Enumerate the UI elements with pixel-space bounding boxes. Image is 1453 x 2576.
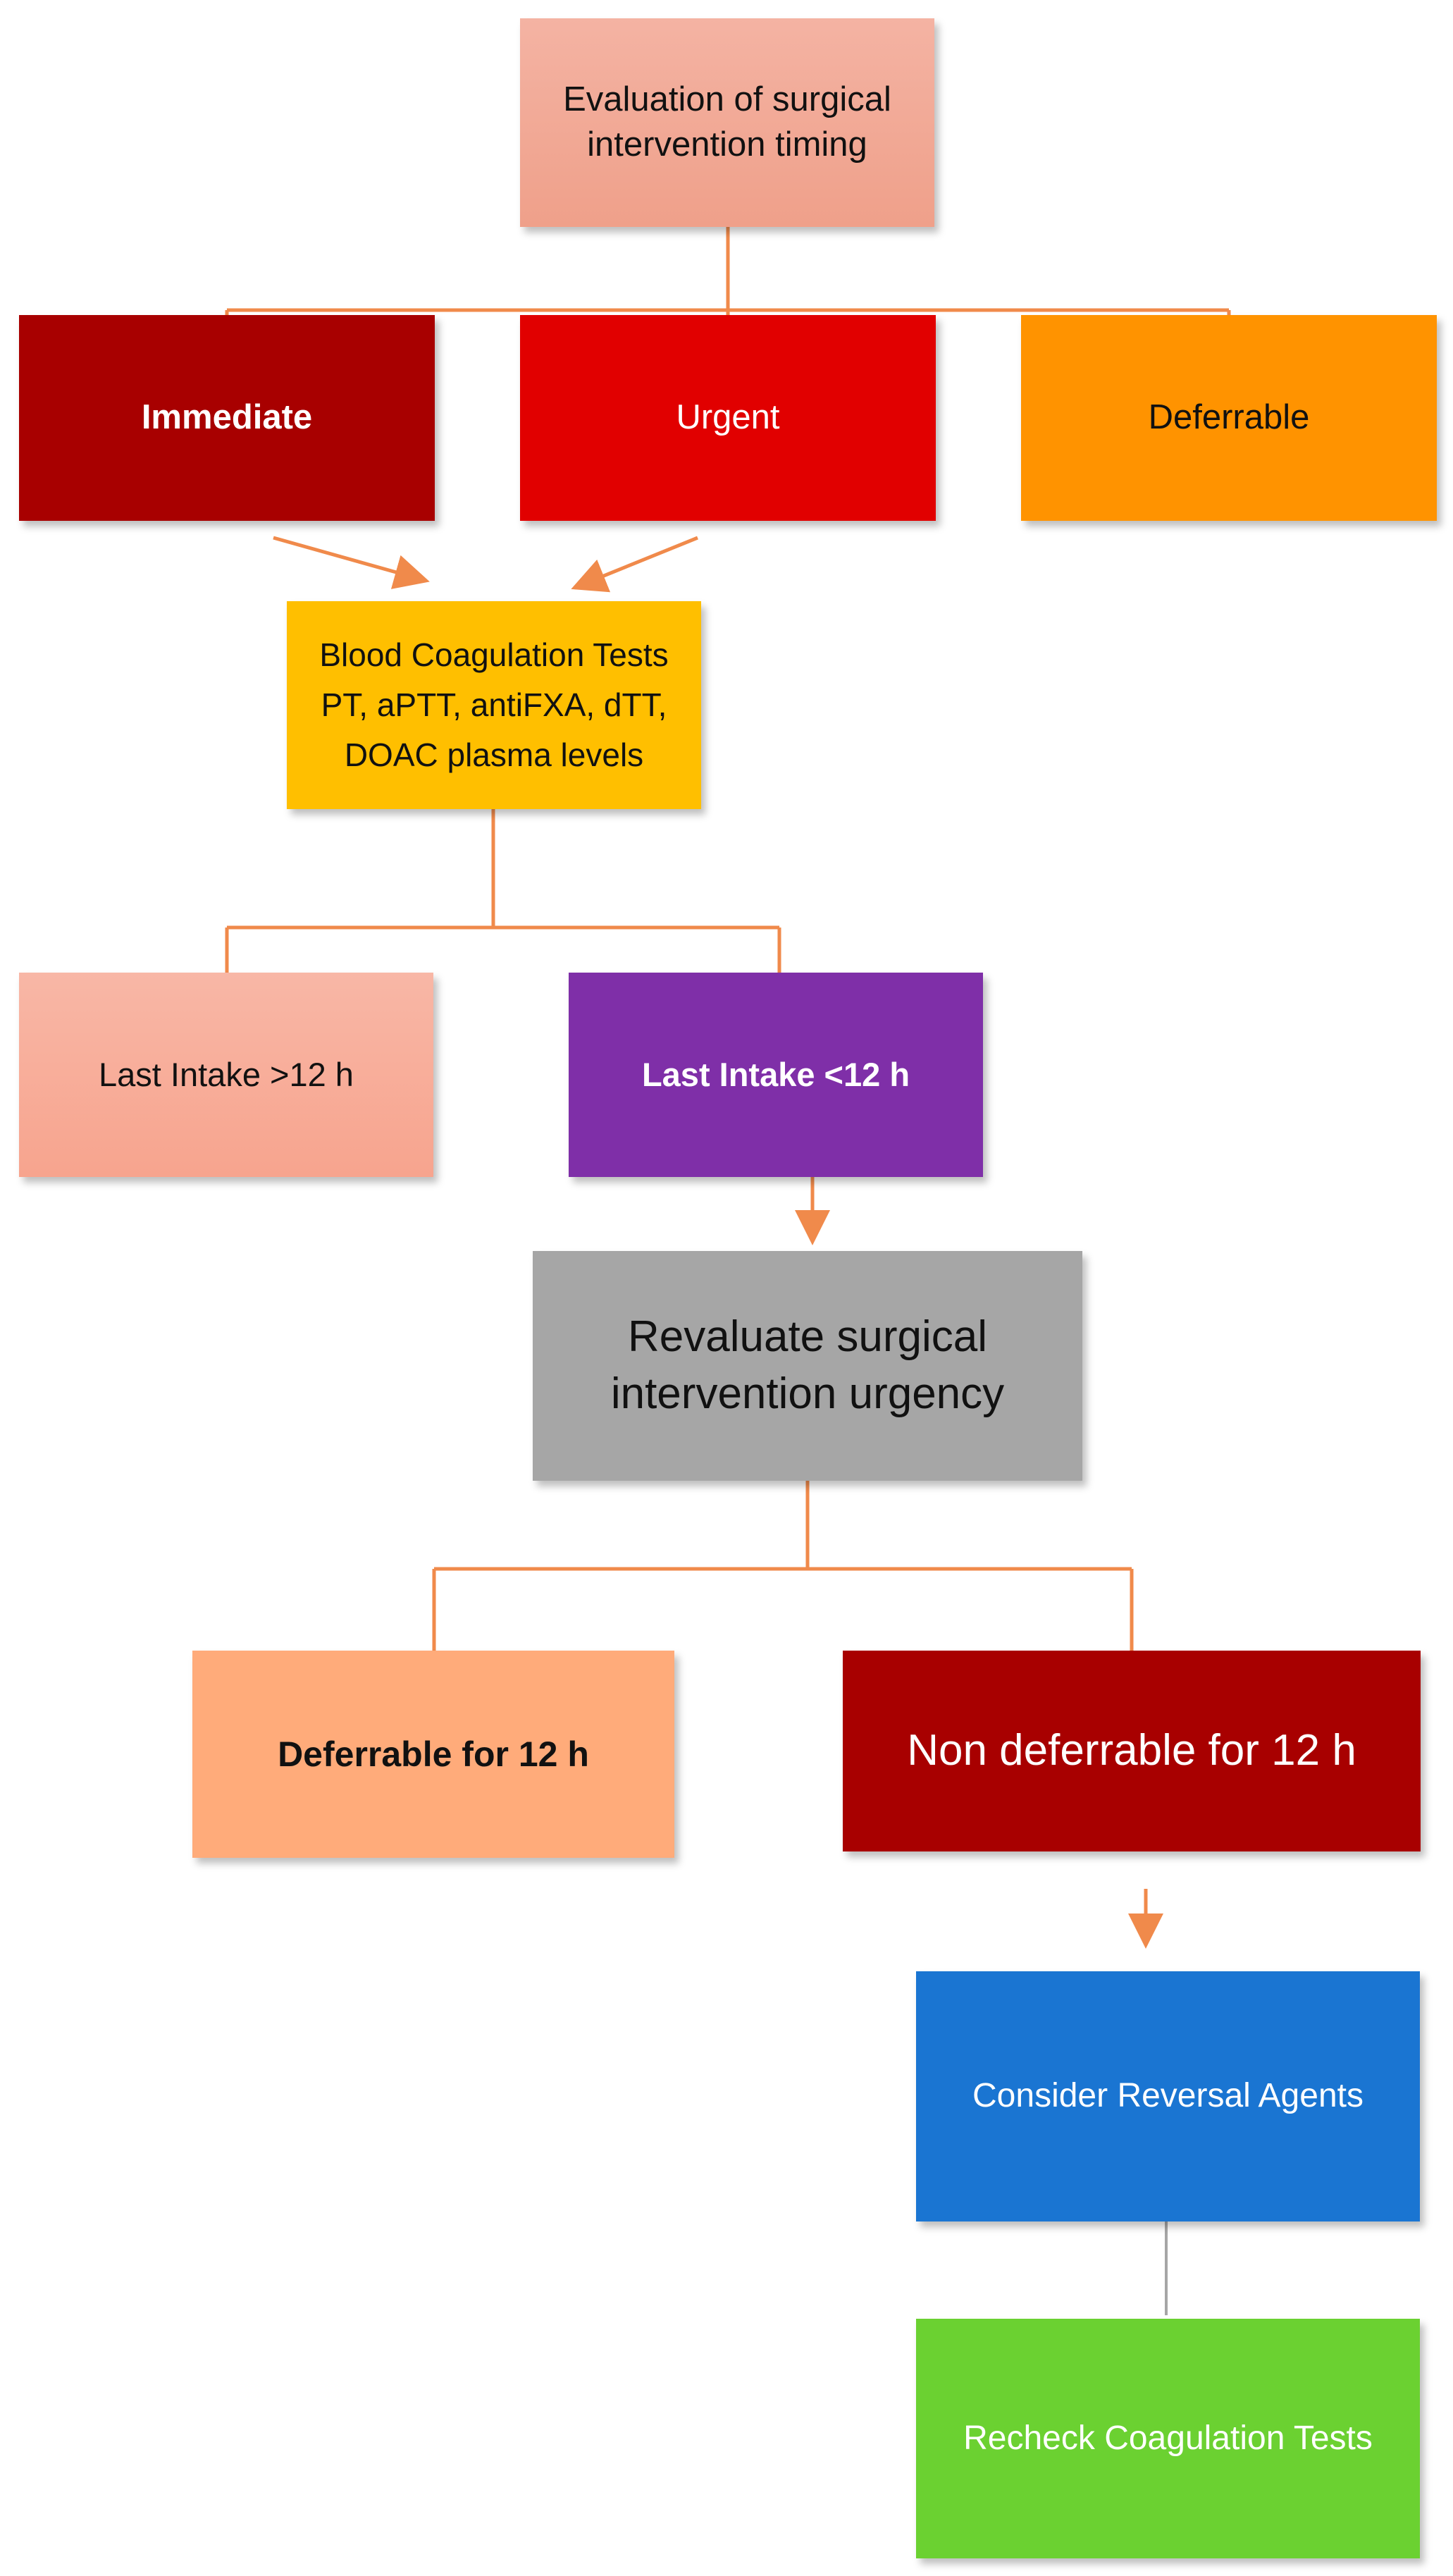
last-intake-over-node: Last Intake >12 h	[19, 973, 433, 1177]
blood-tests-label: Blood Coagulation Tests PT, aPTT, antiFX…	[319, 636, 669, 774]
urgent-node: Urgent	[520, 315, 936, 521]
non-deferrable-12-label: Non deferrable for 12 h	[907, 1726, 1356, 1775]
immediate-node: Immediate	[19, 315, 435, 521]
tree-connector-evaluation	[225, 227, 1231, 315]
evaluation-node: Evaluation of surgical intervention timi…	[520, 18, 934, 227]
deferrable-label: Deferrable	[1148, 398, 1310, 437]
blood-tests-node: Blood Coagulation Tests PT, aPTT, antiFX…	[287, 601, 701, 809]
arrow-urgent-to-tests	[571, 536, 698, 593]
revaluate-node: Revaluate surgical intervention urgency	[533, 1251, 1082, 1481]
tree-connector-revaluate	[432, 1481, 1134, 1651]
recheck-node: Recheck Coagulation Tests	[916, 2319, 1420, 2558]
evaluation-label: Evaluation of surgical intervention timi…	[563, 80, 891, 164]
last-intake-under-node: Last Intake <12 h	[569, 973, 983, 1177]
recheck-label: Recheck Coagulation Tests	[963, 2419, 1373, 2457]
immediate-label: Immediate	[141, 398, 313, 437]
deferrable-12-label: Deferrable for 12 h	[278, 1734, 589, 1774]
revaluate-label: Revaluate surgical intervention urgency	[610, 1312, 1005, 1418]
reversal-node: Consider Reversal Agents	[916, 1971, 1420, 2221]
reversal-label: Consider Reversal Agents	[972, 2077, 1364, 2115]
last-intake-under-label: Last Intake <12 h	[641, 1056, 910, 1094]
non-deferrable-12-node: Non deferrable for 12 h	[843, 1651, 1421, 1851]
deferrable-node: Deferrable	[1021, 315, 1437, 521]
last-intake-over-label: Last Intake >12 h	[99, 1056, 354, 1094]
deferrable-12-node: Deferrable for 12 h	[192, 1651, 674, 1858]
urgent-label: Urgent	[676, 398, 780, 437]
arrow-immediate-to-tests	[273, 536, 430, 589]
tree-connector-blood-tests	[225, 809, 781, 973]
